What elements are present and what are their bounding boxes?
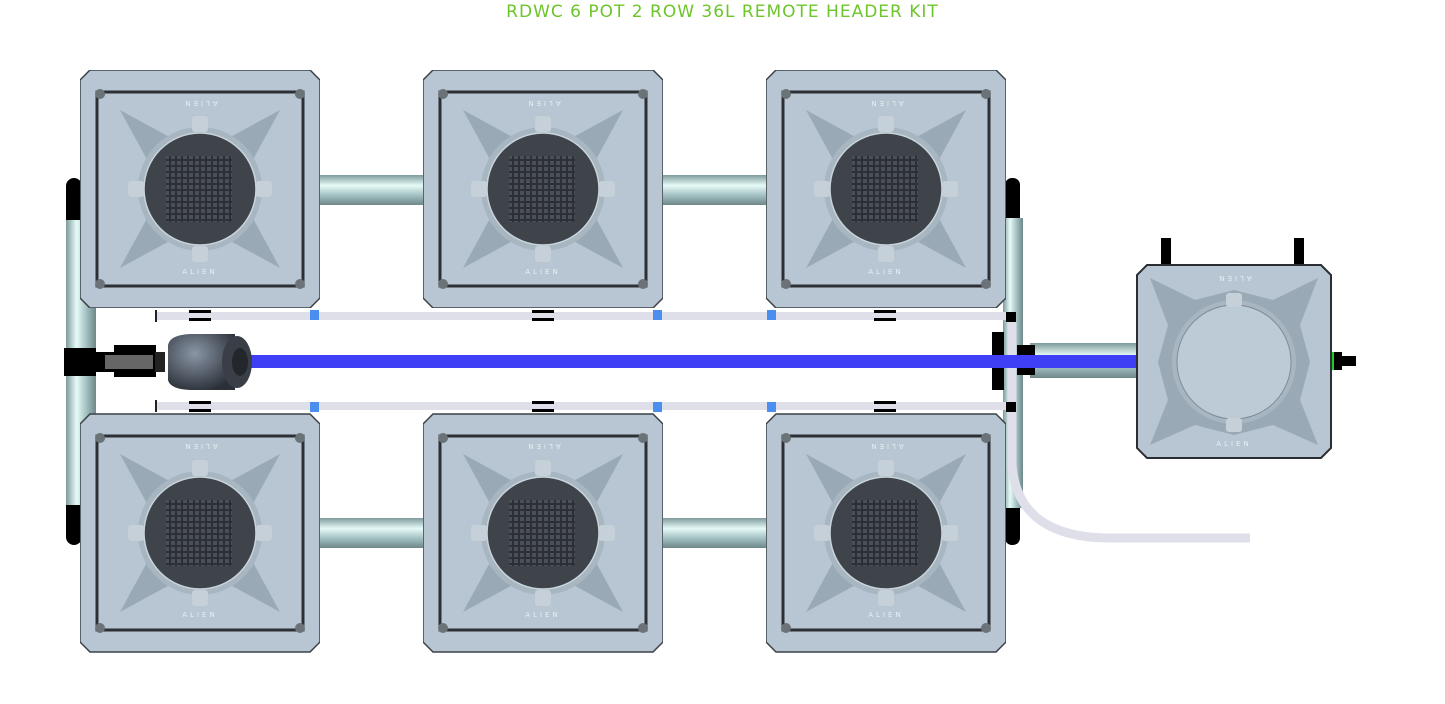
pot-bottom-3: ALIEN ALIEN [766, 413, 1006, 653]
header-fitting [1161, 238, 1171, 266]
drain-tube [1007, 322, 1250, 543]
header-tank: ALIEN ALIEN [1136, 238, 1356, 459]
feed-line [245, 355, 1140, 368]
left-tee-fitting [64, 348, 96, 376]
brand-label: ALIEN [525, 442, 560, 450]
brand-label: ALIEN [182, 611, 217, 619]
brand-label: ALIEN [868, 442, 903, 450]
pot-top-1: ALIEN ALIEN [80, 70, 320, 308]
pot-top-3: ALIEN ALIEN [766, 70, 1006, 308]
return-lines [155, 310, 1013, 412]
pot-bottom-1: ALIEN ALIEN [80, 413, 320, 653]
header-fitting [1294, 238, 1304, 266]
brand-label: ALIEN [868, 268, 903, 276]
pump [96, 334, 252, 390]
brand-label: ALIEN [1216, 274, 1251, 282]
pot-top-2: ALIEN ALIEN [423, 70, 663, 308]
brand-label: ALIEN [868, 99, 903, 107]
pot-bottom-2: ALIEN ALIEN [423, 413, 663, 653]
diagram-title: RDWC 6 POT 2 ROW 36L REMOTE HEADER KIT [506, 2, 939, 22]
brand-label: ALIEN [182, 268, 217, 276]
brand-label: ALIEN [182, 99, 217, 107]
brand-label: ALIEN [525, 268, 560, 276]
brand-label: ALIEN [525, 611, 560, 619]
brand-label: ALIEN [868, 611, 903, 619]
pot-connector-pipes [318, 175, 769, 548]
brand-label: ALIEN [1216, 440, 1251, 448]
brand-label: ALIEN [182, 442, 217, 450]
brand-label: ALIEN [525, 99, 560, 107]
